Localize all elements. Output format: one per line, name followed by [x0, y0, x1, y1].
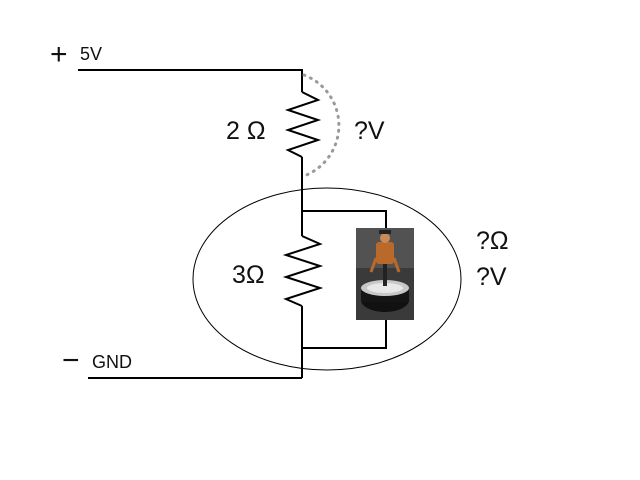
wires	[78, 69, 387, 379]
parallel-group-ellipse	[192, 187, 462, 371]
load-resistance-unknown: ?Ω	[476, 227, 509, 255]
supply-voltage-label: 5V	[80, 44, 102, 64]
ground-label: GND	[92, 352, 132, 372]
parallel-branch-wire	[302, 210, 387, 349]
top-voltage-unknown: ?V	[354, 117, 385, 145]
unknown-load-photo	[356, 228, 414, 320]
load-voltage-unknown: ?V	[476, 263, 507, 291]
ground-terminal: − GND	[62, 344, 132, 377]
resistor-3-ohm-label: 3Ω	[232, 261, 265, 289]
resistor-2-ohm	[284, 91, 322, 158]
resistor-3-ohm	[282, 235, 324, 307]
voltage-measure-arc	[302, 73, 341, 178]
wire-top	[78, 69, 303, 92]
resistor-2-ohm-label: 2 Ω	[226, 117, 266, 145]
plus-symbol: +	[50, 38, 68, 71]
minus-symbol: −	[62, 344, 80, 377]
supply-terminal: + 5V	[50, 38, 102, 71]
